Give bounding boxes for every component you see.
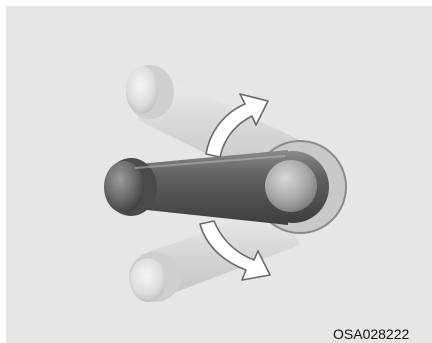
- figure-code: OSA028222: [333, 326, 432, 343]
- hub-cap: [265, 160, 317, 212]
- handle-knob: [104, 161, 144, 213]
- handle-main: [104, 150, 329, 225]
